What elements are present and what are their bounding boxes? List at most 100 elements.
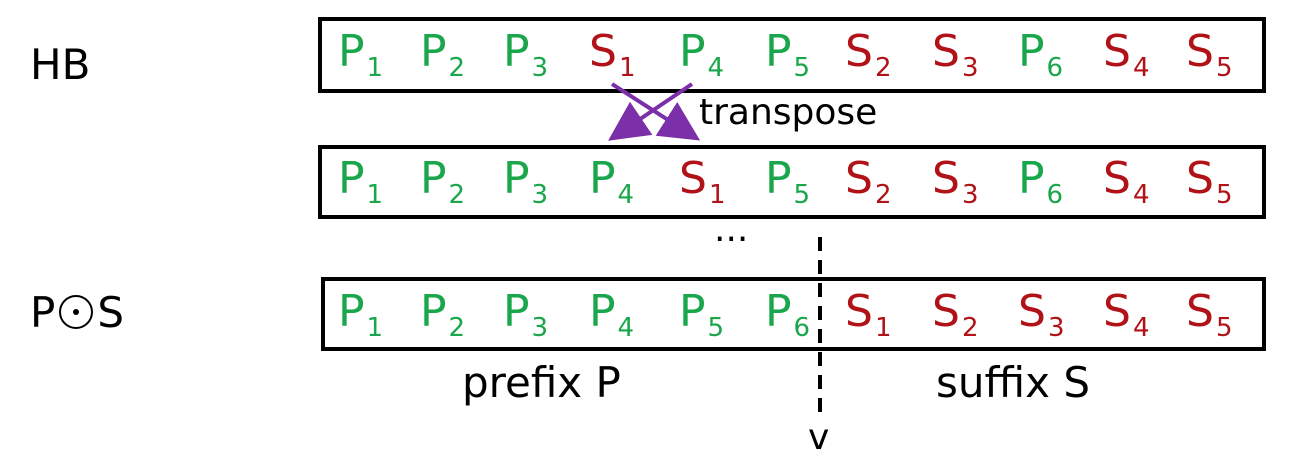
token-index: 5 — [793, 180, 811, 210]
token-index: 4 — [707, 53, 725, 83]
token-index: 6 — [1046, 53, 1064, 83]
token-letter: P — [420, 153, 447, 204]
token-index: 3 — [531, 53, 549, 83]
token-index: 1 — [366, 313, 384, 343]
token-index: 2 — [448, 53, 466, 83]
token-index: 4 — [617, 313, 635, 343]
token-letter: P — [589, 153, 616, 204]
token-index: 5 — [707, 313, 725, 343]
token-index: 2 — [874, 180, 892, 210]
token-index: 5 — [1215, 53, 1233, 83]
token-letter: S — [1186, 286, 1214, 337]
token-index: 4 — [1132, 180, 1150, 210]
token-index: 3 — [1047, 313, 1065, 343]
token-letter: P — [420, 26, 447, 77]
token-index: 1 — [618, 53, 636, 83]
transposed-sequence-box — [318, 145, 1266, 219]
token-letter: P — [1018, 153, 1045, 204]
transposed-token-s2: S2 — [845, 157, 892, 210]
token-letter: S — [932, 153, 960, 204]
transposed-token-s5: S5 — [1186, 157, 1232, 209]
token-letter: S — [845, 153, 873, 204]
token-index: 4 — [617, 180, 635, 210]
token-letter: P — [765, 26, 792, 77]
pos-token-p5: P5 — [679, 290, 725, 343]
token-index: 6 — [793, 313, 811, 343]
token-letter: P — [503, 286, 530, 337]
hb-token-p5: P5 — [765, 30, 811, 83]
token-letter: P — [420, 286, 447, 337]
hb-token-p6: P6 — [1018, 30, 1064, 83]
token-letter: P — [679, 26, 706, 77]
hb-token-s1: S1 — [589, 30, 636, 83]
hb-token-p2: P2 — [420, 30, 466, 83]
token-index: 1 — [366, 180, 384, 210]
hb-token-p4: P4 — [679, 30, 725, 83]
token-letter: S — [589, 26, 617, 77]
token-letter: P — [1018, 26, 1045, 77]
transpose-label: transpose — [699, 92, 878, 133]
pos-token-s5: S5 — [1186, 290, 1233, 343]
token-letter: P — [765, 286, 792, 337]
token-letter: S — [1018, 286, 1046, 337]
token-index: 5 — [1215, 313, 1233, 343]
token-index: 3 — [961, 53, 979, 83]
token-index: 2 — [448, 180, 466, 210]
token-index: 6 — [1046, 180, 1064, 210]
token-letter: P — [589, 286, 616, 337]
transposed-token-p1: P1 — [338, 157, 384, 210]
transposed-token-p3: P3 — [503, 157, 549, 210]
transposed-token-p4: P4 — [589, 157, 635, 210]
token-index: 2 — [448, 313, 466, 343]
token-index: 2 — [961, 313, 979, 343]
token-letter: P — [503, 153, 530, 204]
hb-token-s4: S4 — [1103, 30, 1150, 83]
token-index: 3 — [531, 180, 549, 210]
transposed-token-s1: S1 — [679, 157, 726, 210]
pos-token-p6: P6 — [765, 290, 811, 343]
token-letter: S — [1186, 26, 1214, 77]
token-index: 4 — [1132, 313, 1150, 343]
pos-token-p3: P3 — [503, 290, 548, 342]
token-letter: S — [932, 26, 960, 77]
pos-token-s2: S2 — [932, 290, 979, 343]
pos-token-p1: P1 — [338, 290, 384, 343]
pos-token-p2: P2 — [420, 290, 466, 343]
token-letter: P — [338, 26, 365, 77]
token-letter: S — [845, 26, 873, 77]
token-letter: P — [338, 153, 365, 204]
hb-token-p3: P3 — [503, 30, 549, 83]
pos-sequence-box — [321, 277, 1266, 351]
token-letter: S — [1103, 286, 1131, 337]
hb-token-s2: S2 — [845, 30, 891, 82]
hb-token-s5: S5 — [1186, 30, 1233, 83]
token-letter: S — [1103, 153, 1131, 204]
transposed-token-s3: S3 — [932, 157, 979, 210]
token-index: 5 — [793, 53, 811, 83]
token-index: 4 — [1132, 53, 1150, 83]
hb-sequence-box — [318, 17, 1266, 93]
pos-token-p4: P4 — [589, 290, 635, 343]
hb-token-s3: S3 — [932, 30, 979, 83]
ellipsis: ··· — [714, 219, 749, 260]
transposed-token-p6: P6 — [1018, 157, 1064, 210]
token-letter: P — [765, 153, 792, 204]
token-index: 1 — [708, 180, 726, 210]
odot-operator-icon — [59, 294, 94, 329]
token-letter: P — [338, 286, 365, 337]
hb-row-label: HB — [30, 40, 91, 89]
transposed-token-p2: P2 — [420, 157, 466, 210]
token-index: 1 — [874, 313, 892, 343]
hb-token-p1: P1 — [338, 30, 384, 83]
token-letter: S — [1103, 26, 1131, 77]
token-letter: P — [679, 286, 706, 337]
token-letter: S — [932, 286, 960, 337]
token-index: 1 — [366, 53, 384, 83]
token-letter: P — [503, 26, 530, 77]
transposed-token-p5: P5 — [765, 157, 811, 210]
split-point-label: v — [808, 417, 830, 458]
token-index: 3 — [961, 180, 979, 210]
transposed-token-s4: S4 — [1103, 157, 1150, 210]
